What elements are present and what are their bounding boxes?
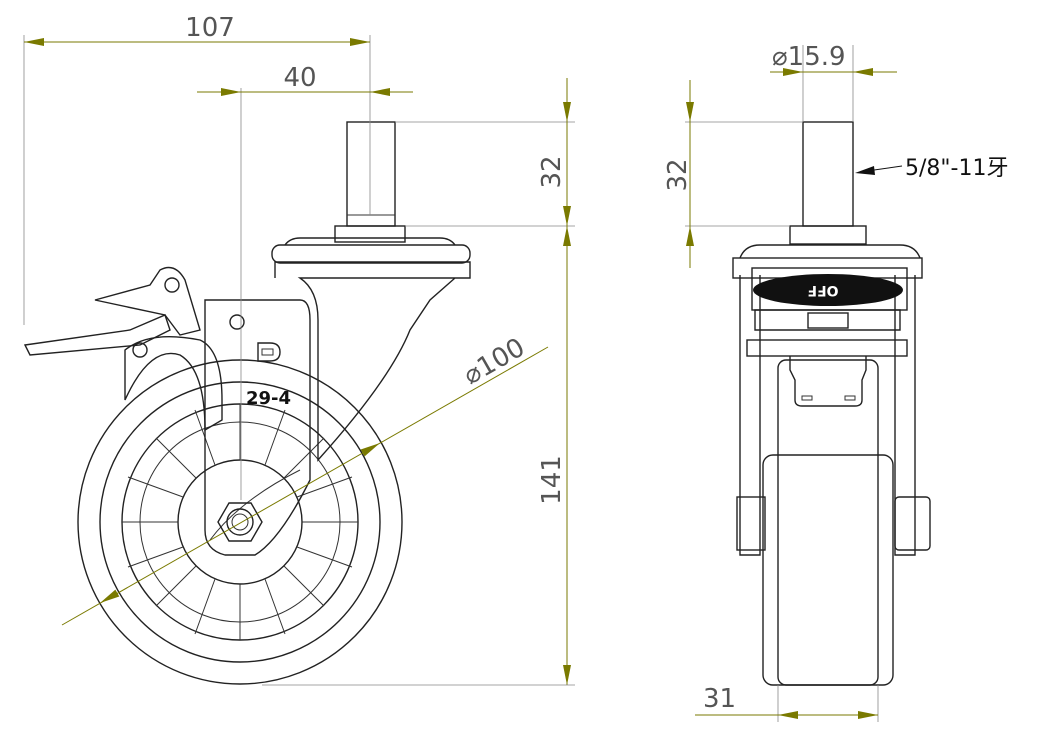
- svg-text:⌀15.9: ⌀15.9: [772, 42, 846, 72]
- svg-text:107: 107: [185, 13, 235, 43]
- wheel: [77, 359, 403, 685]
- top-plate: [271, 237, 471, 264]
- svg-text:⌀100: ⌀100: [459, 333, 531, 391]
- dimension-141: 141: [262, 455, 575, 686]
- svg-text:5/8"-11牙: 5/8"-11牙: [905, 156, 1008, 181]
- dimension-diameter-100: ⌀100: [61, 333, 549, 626]
- dimension-107: 107: [23, 13, 370, 325]
- fork: [204, 261, 471, 556]
- top-plate-front: [732, 244, 923, 279]
- brake-off-marking: OFF: [807, 282, 838, 298]
- dimension-31: 31: [695, 684, 879, 722]
- stem-front: [789, 121, 867, 245]
- dimension-32-front: 32: [663, 80, 803, 268]
- dimension-40: 40: [197, 63, 413, 96]
- svg-text:141: 141: [537, 455, 567, 505]
- logo: [257, 342, 281, 362]
- svg-text:40: 40: [283, 63, 316, 93]
- dimension-32-side: 32: [395, 78, 575, 685]
- fork-front: [736, 275, 931, 556]
- dimension-diameter-15-9: ⌀15.9: [770, 42, 897, 122]
- svg-text:32: 32: [663, 158, 693, 191]
- svg-text:32: 32: [537, 155, 567, 188]
- svg-text:31: 31: [703, 684, 736, 714]
- brake-lever: [23, 266, 245, 432]
- wheel-front: [762, 359, 894, 686]
- axle-nut: [217, 502, 263, 542]
- centerlines: [240, 35, 371, 500]
- brake-assembly: OFF: [746, 267, 908, 407]
- side-view: 29-4 107 40 32: [23, 13, 575, 686]
- thread-callout: 5/8"-11牙: [855, 156, 1008, 181]
- stem: [334, 121, 406, 243]
- front-view: OFF ⌀15.9 32: [663, 42, 1008, 722]
- fork-marking: 29-4: [246, 388, 291, 409]
